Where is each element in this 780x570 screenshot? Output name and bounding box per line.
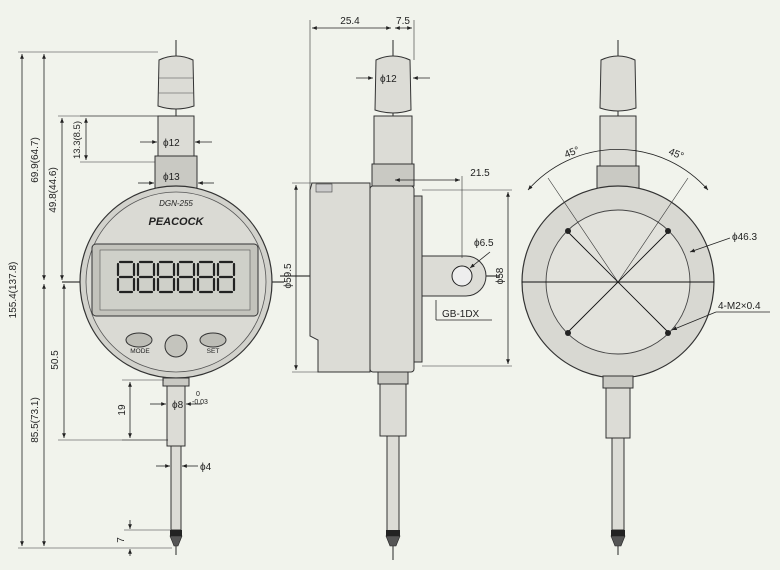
lcd-digit xyxy=(176,260,196,294)
front-spindle xyxy=(166,385,186,447)
side-back-cover xyxy=(309,182,371,373)
dim-cap-dia: ϕ13 xyxy=(163,172,180,183)
front-cap xyxy=(157,55,195,110)
dim-depth-front: 7.5 xyxy=(396,16,410,27)
side-main-body xyxy=(369,185,415,373)
front-spindle-collar xyxy=(162,377,190,387)
side-front-bezel xyxy=(413,195,423,363)
dim-angle-right: 45° xyxy=(667,147,685,163)
side-cap xyxy=(374,55,412,114)
set-button-label: SET xyxy=(207,348,220,355)
dim-stem-dia-front: ϕ12 xyxy=(163,138,180,149)
screw-top-right xyxy=(665,228,671,234)
lcd-digit xyxy=(116,260,136,294)
side-contact-point xyxy=(386,530,400,536)
set-button[interactable] xyxy=(199,332,227,348)
center-button[interactable] xyxy=(164,334,188,358)
angle-arc xyxy=(527,149,709,191)
dim-angle-left: 45° xyxy=(563,145,581,161)
side-stem xyxy=(373,115,413,165)
dim-upper-length: 69.9(64.7) xyxy=(30,137,41,183)
back-spindle-collar xyxy=(602,375,634,389)
back-spindle xyxy=(605,387,631,439)
lcd-digit xyxy=(216,260,236,294)
back-stem xyxy=(599,115,637,167)
front-contact-point xyxy=(170,530,182,536)
back-contact-point xyxy=(611,530,625,536)
side-spindle xyxy=(379,383,407,437)
back-collar xyxy=(596,165,640,189)
side-view: 25.4 7.5 ϕ12 21.5 ϕ6.5 GB-1DX ϕ59.5 ϕ58 xyxy=(280,16,512,560)
dim-side-stem-dia: ϕ12 xyxy=(380,74,397,85)
dim-spindle-tol-upper: 0 xyxy=(196,391,200,398)
front-stem xyxy=(157,115,195,157)
dim-tip-dia: ϕ4 xyxy=(200,462,212,473)
back-view: 45° 45° ϕ46.3 4-M2×0.4 xyxy=(521,40,770,555)
dim-tip-len: 7 xyxy=(116,537,127,543)
mode-button[interactable] xyxy=(125,332,153,348)
side-tip-rod xyxy=(386,435,400,533)
dim-lug-offset: 21.5 xyxy=(470,168,490,179)
side-lug-hole xyxy=(451,265,473,287)
lcd-digits xyxy=(116,260,236,294)
dim-bolt-circle: ϕ46.3 xyxy=(732,232,758,243)
dim-upper-mid: 49.8(44.6) xyxy=(48,167,59,213)
lcd-digit xyxy=(196,260,216,294)
mode-button-label: MODE xyxy=(130,348,150,355)
lcd-digit xyxy=(136,260,156,294)
dim-lower-length: 85.5(73.1) xyxy=(30,397,41,443)
side-collar xyxy=(371,163,415,187)
screw-bottom-right xyxy=(665,330,671,336)
front-view: DGN-255 PEACOCK MODE SET 155.4(137.8) 69… xyxy=(8,40,284,556)
dim-body-height: ϕ59.5 xyxy=(283,263,294,289)
lug-label: GB-1DX xyxy=(442,309,480,320)
dial-model-label: DGN-255 xyxy=(159,199,193,208)
dim-depth-back: 25.4 xyxy=(340,16,360,27)
dim-upper-short: 13.3(8.5) xyxy=(72,121,83,159)
back-tip-rod xyxy=(611,437,625,531)
dim-spindle-len: 19 xyxy=(117,404,128,416)
dim-spindle-dia: ϕ8 xyxy=(172,400,184,411)
dim-dial-dia: ϕ58 xyxy=(495,267,506,284)
dim-spindle-tol-lower: -0.03 xyxy=(192,399,208,406)
brand-logo: PEACOCK xyxy=(148,216,204,228)
lcd-digit xyxy=(156,260,176,294)
front-tip-rod xyxy=(170,445,182,531)
screw-top-left xyxy=(565,228,571,234)
dim-screw-spec: 4-M2×0.4 xyxy=(718,301,761,312)
front-stem-collar xyxy=(154,155,198,189)
back-cap xyxy=(599,55,637,112)
screw-bottom-left xyxy=(565,330,571,336)
dim-total-length: 155.4(137.8) xyxy=(8,262,19,319)
dim-lower-mid: 50.5 xyxy=(50,350,61,370)
dim-lug-hole-dia: ϕ6.5 xyxy=(474,238,494,249)
side-spindle-collar xyxy=(377,371,409,385)
